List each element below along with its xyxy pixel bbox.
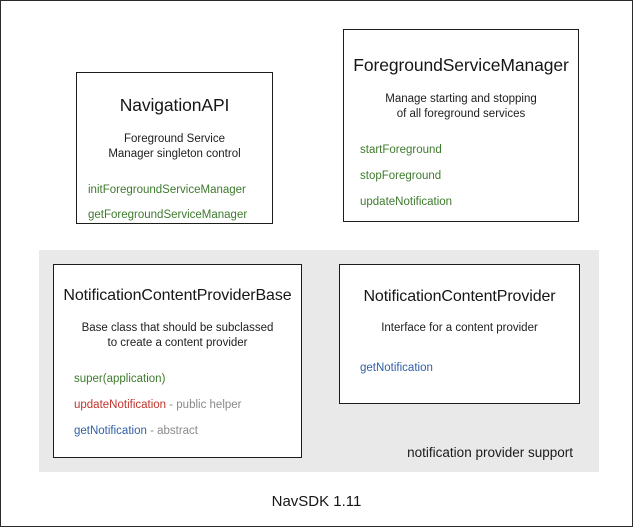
class-description-line: to create a content provider: [107, 337, 248, 350]
member-name: getNotification: [74, 425, 147, 438]
class-description-line: Manager singleton control: [108, 148, 241, 161]
class-description-notification-content-provider: Interface for a content provider: [340, 321, 579, 336]
class-description-line: Interface for a content provider: [381, 322, 538, 334]
class-description-line: Base class that should be subclassed: [81, 322, 274, 334]
member-name: updateNotification: [360, 196, 453, 209]
class-description-line: Manage starting and stopping: [385, 93, 537, 105]
member-list-foreground-service-manager: startForeground stopForeground updateNot…: [344, 144, 578, 208]
member-name: updateNotification: [74, 399, 167, 412]
footer-caption: NavSDK 1.11: [271, 493, 362, 510]
class-box-navigation-api[interactable]: NavigationAPI Foreground Service Manager…: [76, 72, 273, 224]
group-panel-label: notification provider support: [407, 445, 573, 460]
member-row[interactable]: updateNotification: [360, 196, 578, 208]
member-list-notification-content-provider-base: super(application) updateNotification - …: [54, 373, 301, 437]
member-list-notification-content-provider: getNotification: [340, 362, 579, 374]
member-note: - abstract: [146, 425, 199, 438]
class-title-navigation-api: NavigationAPI: [119, 95, 230, 115]
member-name: stopForeground: [360, 170, 442, 183]
class-box-notification-content-provider[interactable]: NotificationContentProvider Interface fo…: [339, 264, 580, 404]
member-row[interactable]: getForegroundServiceManager: [88, 209, 272, 221]
member-name: initForegroundServiceManager: [88, 184, 246, 197]
class-box-foreground-service-manager[interactable]: ForegroundServiceManager Manage starting…: [343, 29, 579, 222]
member-row[interactable]: startForeground: [360, 144, 578, 156]
member-row[interactable]: initForegroundServiceManager: [88, 184, 272, 196]
class-title-notification-content-provider: NotificationContentProvider: [363, 288, 556, 305]
member-name: getForegroundServiceManager: [88, 209, 248, 222]
member-row[interactable]: updateNotification - public helper: [74, 399, 301, 411]
class-description-line: Foreground Service: [124, 133, 225, 145]
member-row[interactable]: getNotification - abstract: [74, 425, 301, 437]
class-title-foreground-service-manager: ForegroundServiceManager: [353, 55, 569, 75]
member-row[interactable]: super(application): [74, 373, 301, 385]
class-title-notification-content-provider-base: NotificationContentProviderBase: [63, 287, 292, 304]
member-row[interactable]: stopForeground: [360, 170, 578, 182]
member-row[interactable]: getNotification: [360, 362, 579, 374]
class-description-foreground-service-manager: Manage starting and stopping of all fore…: [344, 92, 578, 122]
class-box-notification-content-provider-base[interactable]: NotificationContentProviderBase Base cla…: [53, 264, 302, 458]
member-name: super(application): [74, 373, 166, 386]
member-list-navigation-api: initForegroundServiceManager getForegrou…: [77, 184, 272, 221]
class-description-navigation-api: Foreground Service Manager singleton con…: [77, 132, 272, 162]
class-description-notification-content-provider-base: Base class that should be subclassed to …: [54, 321, 301, 351]
member-note: - public helper: [166, 399, 242, 412]
member-name: startForeground: [360, 144, 442, 157]
member-name: getNotification: [360, 362, 433, 375]
class-description-line: of all foreground services: [396, 108, 526, 121]
